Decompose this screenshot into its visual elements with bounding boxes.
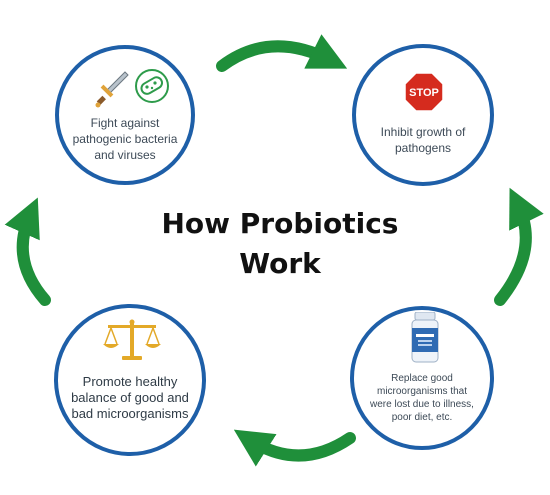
diagram-title: How Probiotics Work [161,207,399,280]
step-replace-microorganisms-text: Replace good microorganisms that were lo… [370,373,474,423]
balance-scale-icon [103,319,161,360]
probiotic-bottle-icon [411,312,439,363]
stop-sign-label: STOP [409,87,439,99]
arrow-left [4,197,51,306]
bacteria-icon [135,69,169,103]
step-promote-balance: Promote healthy balance of good and bad … [54,304,206,456]
step-replace-microorganisms: Replace good microorganisms that were lo… [350,306,494,450]
stop-sign-icon: STOP [404,72,444,112]
arrow-bottom [233,429,356,467]
step-inhibit-growth-text: Inhibit growth of pathogens [380,125,466,155]
step-inhibit-growth: STOP Inhibit growth of pathogens [352,44,494,186]
sword-icon [95,71,129,108]
step-promote-balance-text: Promote healthy balance of good and bad … [71,374,189,421]
step-fight-pathogens-text: Fight against pathogenic bacteria and vi… [72,116,178,162]
arrow-top [216,34,348,72]
arrow-right [494,187,544,306]
step-fight-pathogens: Fight against pathogenic bacteria and vi… [55,45,195,185]
